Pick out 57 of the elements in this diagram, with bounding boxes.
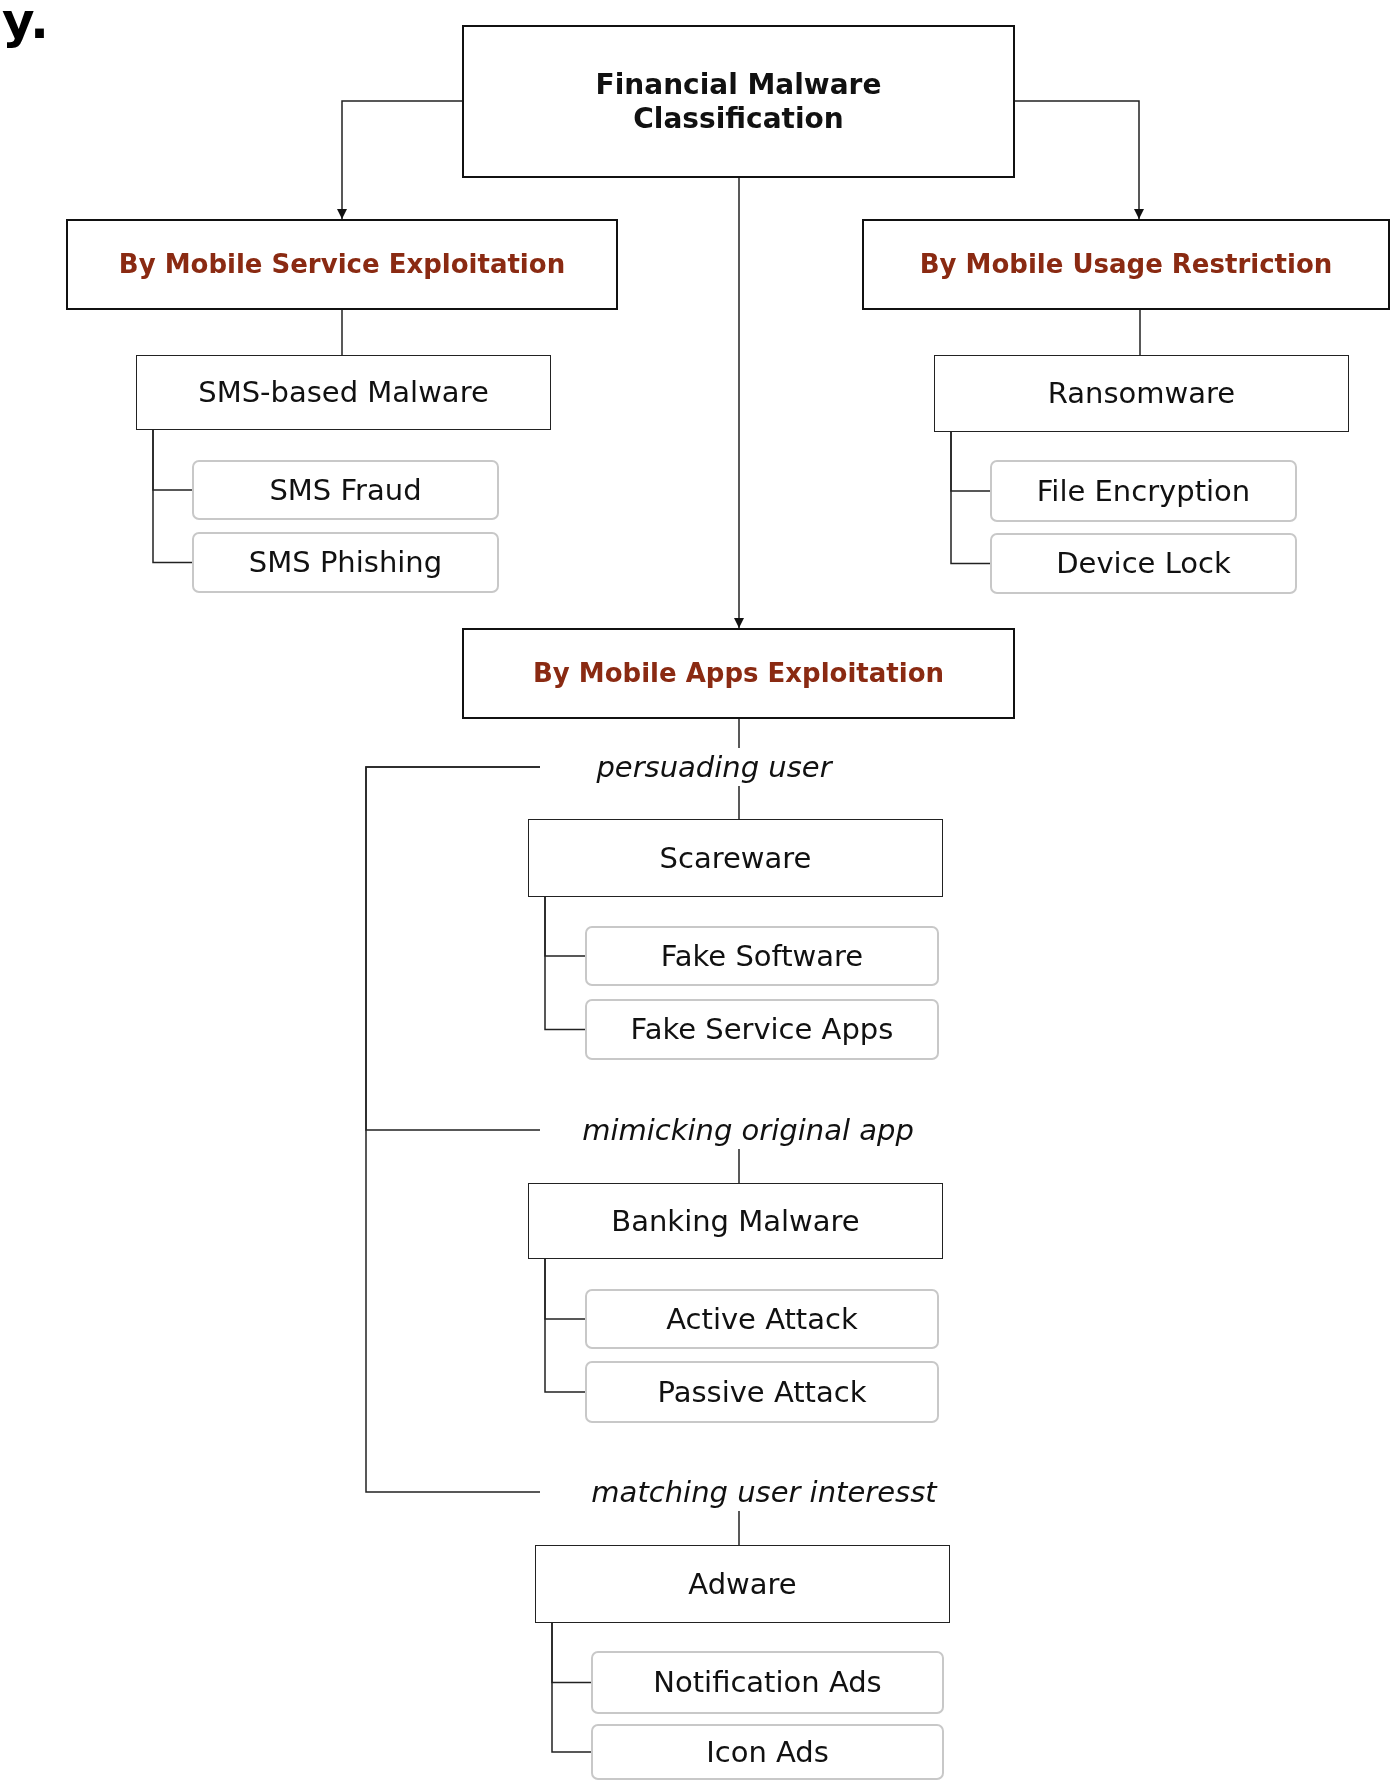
node-label: SMS-based Malware [198,375,489,410]
subtype-box [990,460,1297,522]
type-box [528,819,943,897]
node-label: Notification Ads [653,1665,882,1700]
type-box [535,1545,950,1623]
node-label: Active Attack [666,1301,858,1337]
node-label: By Mobile Apps Exploitation [532,657,945,690]
subtype-box [192,532,499,593]
subtype-box [192,460,499,520]
node-label: Banking Malware [611,1203,860,1239]
method-label: matching user interesst [591,1474,937,1510]
method-label: persuading user [596,749,832,785]
type-box [136,355,551,430]
subtype-box [591,1651,944,1714]
arrow [1014,100,1144,220]
subtype-box [990,533,1297,594]
node-label: SMS Fraud [269,472,422,508]
connector-line [738,718,740,749]
node-label: File Encryption [1036,473,1251,509]
node-label: Passive Attack [657,1374,867,1410]
text-fragment: y. [2,0,49,50]
node-label: Fake Service Apps [630,1012,894,1047]
node-label: By Mobile Service Exploitation [118,248,566,281]
method-label: mimicking original app [582,1112,914,1148]
category-box [462,628,1015,719]
subtype-box [591,1724,944,1780]
subtype-box [585,926,939,986]
connector-line [152,429,193,564]
subtype-box [585,1289,939,1349]
node-label: Ransomware [1047,376,1236,411]
connector-line [341,309,343,356]
connector-line [544,1258,586,1393]
connector-line [544,896,586,1031]
connector-line [551,1622,592,1753]
category-box [862,219,1390,310]
connector-line [738,1510,740,1546]
arrow [337,100,463,220]
node-label: Scareware [659,840,812,876]
arrow [734,177,744,629]
type-box [528,1183,943,1259]
node-label: Fake Software [660,938,864,974]
node-label: Adware [688,1566,797,1602]
node-label: By Mobile Usage Restriction [919,248,1333,281]
node-label: Financial Malware Classification [594,67,883,136]
subtype-box [585,999,939,1060]
connector-line [1139,309,1141,356]
connector-line [365,766,541,1493]
node-label: SMS Phishing [248,545,443,580]
subtype-box [585,1361,939,1423]
node-label: Icon Ads [706,1734,829,1770]
type-box [934,355,1349,432]
title-box [462,25,1015,178]
connector-line [950,431,991,565]
category-box [66,219,618,310]
connector-line [738,1148,740,1184]
node-label: Device Lock [1056,546,1231,581]
connector-line [738,785,740,820]
